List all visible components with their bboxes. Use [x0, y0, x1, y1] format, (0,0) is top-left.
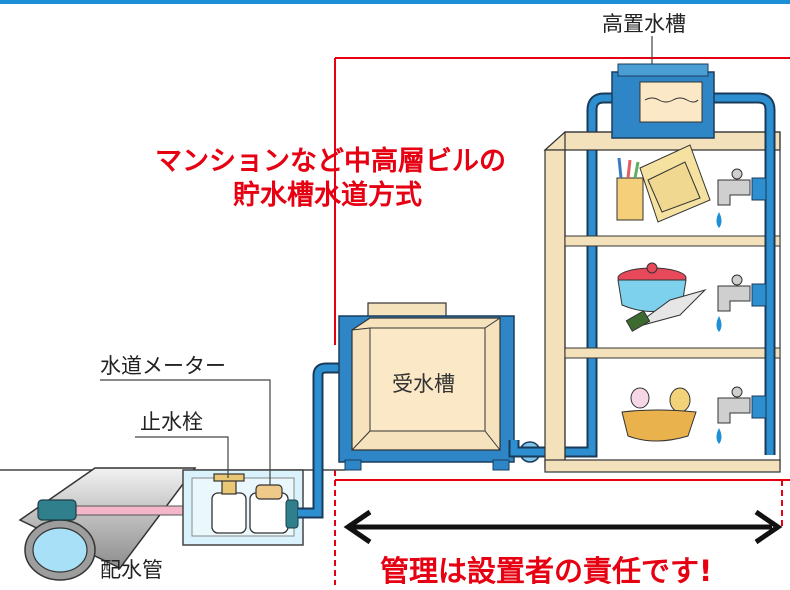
water-meter-label: 水道メーター: [100, 354, 226, 378]
meter-leader-line: [100, 379, 271, 485]
title-line-2: 貯水槽水道方式: [233, 179, 422, 211]
title-line-1: マンションなど中高層ビルの: [155, 146, 506, 177]
toiletries-illustration: [616, 144, 711, 223]
distribution-pipe: [18, 467, 197, 581]
stop-valve: [211, 473, 247, 534]
faucet-1: [716, 168, 767, 228]
elevated-tank: [611, 63, 715, 139]
service-pipe: [61, 505, 203, 516]
responsibility-arrow: [343, 509, 783, 545]
lift-pipe: [508, 92, 620, 458]
building-frame: [543, 131, 781, 473]
faucet-2: [716, 274, 767, 332]
diagram-title: マンションなど中高層ビルの 貯水槽水道方式: [155, 145, 506, 213]
kitchenware-illustration: [617, 262, 707, 332]
stop-valve-label: 止水栓: [140, 410, 203, 434]
management-boundary: [334, 57, 790, 585]
faucet-3: [716, 386, 767, 444]
top-bar: [0, 0, 790, 4]
stop-valve-leader-line: [135, 436, 229, 478]
receiving-tank-label: 受水槽: [392, 372, 455, 396]
elevated-tank-label: 高置水槽: [602, 12, 686, 36]
water-meter: [249, 484, 299, 534]
distribution-pipe-label: 配水管: [100, 558, 163, 582]
receiving-tank: [338, 302, 515, 471]
saddle-fitting: [37, 499, 77, 521]
washbowl-illustration: [621, 387, 697, 442]
responsibility-notice: 管理は設置者の責任です!: [380, 554, 713, 588]
